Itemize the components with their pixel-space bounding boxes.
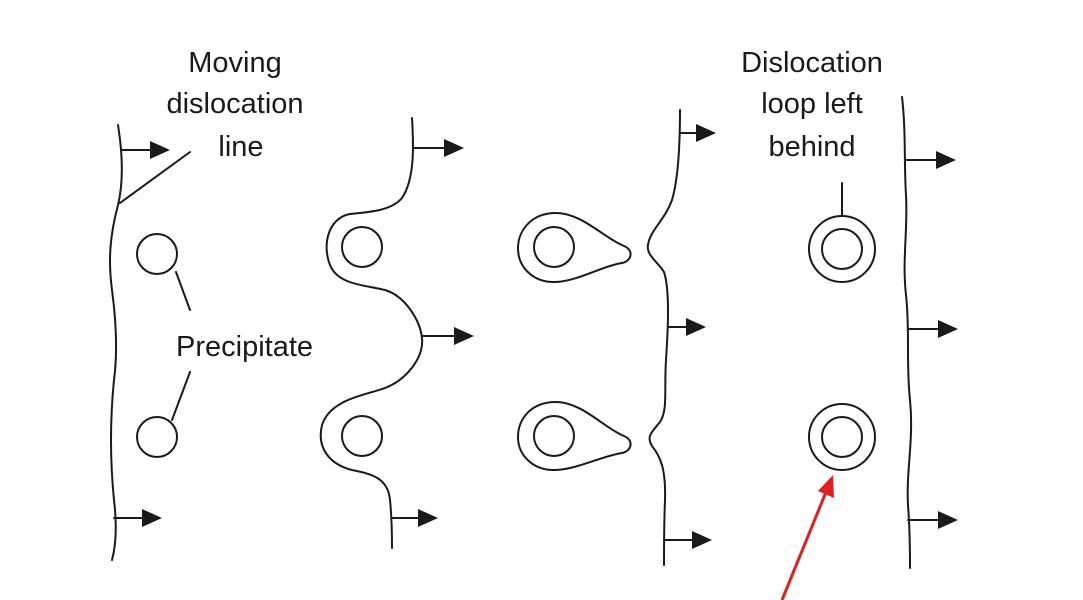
- stage-2-bowing: [319, 117, 474, 549]
- motion-arrow: [120, 141, 170, 159]
- dislocation-line-3: [646, 109, 681, 566]
- label-line: loop left: [761, 88, 863, 120]
- precipitate-particle: [533, 415, 575, 457]
- motion-arrow: [391, 509, 438, 527]
- label-line: line: [218, 131, 263, 163]
- dislocation-loop: [808, 403, 876, 471]
- precipitate-particle: [136, 416, 178, 458]
- leader-line: [119, 151, 191, 204]
- motion-arrow: [679, 124, 716, 142]
- motion-arrow: [413, 139, 464, 157]
- precipitate-particle: [136, 233, 178, 275]
- label-dislocation-loop-left-behind: Dislocation loop left behind: [741, 47, 883, 163]
- leader-line: [171, 371, 191, 421]
- motion-arrow: [667, 318, 706, 336]
- precipitate-particle: [533, 226, 575, 268]
- stage-1-approach: [109, 124, 191, 561]
- label-line: Dislocation: [741, 47, 883, 79]
- motion-arrow: [907, 511, 958, 529]
- motion-arrow: [907, 320, 958, 338]
- motion-arrow: [663, 531, 712, 549]
- leader-line: [175, 271, 191, 311]
- label-moving-dislocation-line: Moving dislocation line: [166, 47, 303, 163]
- teardrop-loop: [517, 401, 632, 472]
- motion-arrow: [905, 151, 956, 169]
- dislocation-line-1: [109, 124, 123, 561]
- dislocation-line-4: [901, 96, 913, 569]
- motion-arrow: [113, 509, 162, 527]
- label-line: dislocation: [166, 88, 303, 120]
- stage-3-pinch-off: [517, 109, 716, 566]
- stage-4-loops-left-behind: [808, 96, 958, 569]
- motion-arrow: [421, 327, 474, 345]
- label-precipitate: Precipitate: [176, 331, 313, 363]
- precipitate-particle: [821, 228, 863, 270]
- red-annotation-arrow: [780, 475, 834, 600]
- label-line: Moving: [188, 47, 282, 79]
- precipitate-particle: [821, 416, 863, 458]
- label-line: behind: [768, 131, 855, 163]
- dislocation-line-2: [319, 117, 424, 549]
- precipitate-particle: [341, 415, 383, 457]
- teardrop-loop: [517, 212, 632, 284]
- precipitate-particle: [341, 226, 383, 268]
